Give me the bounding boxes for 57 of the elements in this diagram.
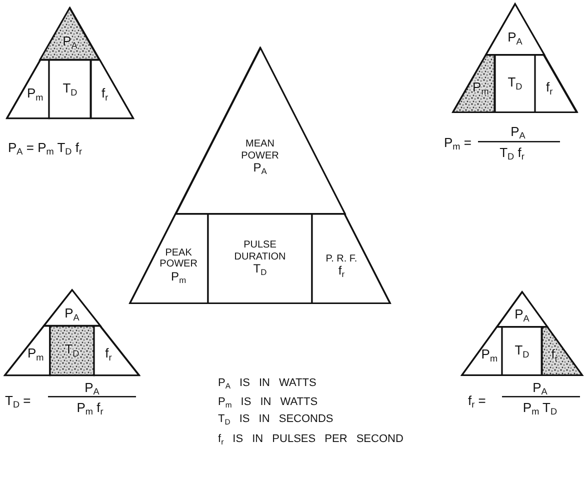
unit-note: f$_{r}$ IS IN PULSES PER SECOND [218, 433, 404, 445]
numerator: P$_{A}$ [84, 380, 100, 395]
symbol-text: P$_{m}$ [27, 346, 44, 362]
symbol-text: f$_{r}$ [105, 346, 112, 362]
symbol-text: f$_{r}$ [546, 80, 553, 96]
power-triangle [130, 48, 390, 303]
symbol-text: f$_{r}$ [337, 264, 346, 278]
formula-left-side: P$_{m}$ = [444, 135, 472, 150]
symbol-text: P$_{A}$ [252, 162, 268, 176]
quantity-name: MEAN POWER [240, 139, 280, 162]
symbol-text: T$_{D}$ [508, 76, 522, 91]
shaded-triangle-section [542, 326, 582, 375]
symbol-text: P$_{m}$ [170, 270, 188, 284]
denominator: T$_{D}$ f$_{r}$ [500, 145, 524, 160]
symbol-text: P$_{m}$ [26, 86, 44, 101]
symbol-text: P$_{A}$ [64, 306, 80, 322]
quantity-name: PULSE DURATION [234, 240, 286, 263]
power-triangle [7, 8, 133, 118]
triangle-section [462, 326, 502, 375]
triangle-section [502, 326, 542, 375]
symbol-text: T$_{D}$ [62, 81, 78, 96]
symbol-text: T$_{D}$ [252, 262, 268, 277]
symbol-text: T$_{D}$ [514, 343, 530, 358]
formula-left-side: T$_{D}$ = [5, 393, 31, 408]
triangle-section [130, 214, 208, 303]
triangle-section [176, 48, 344, 214]
power-triangle [453, 4, 577, 112]
unit-note: T$_{D}$ IS IN SECONDS [218, 413, 334, 425]
triangle-section [49, 60, 91, 118]
symbol-text: f$_{r}$ [102, 86, 108, 101]
triangle-section [7, 60, 50, 118]
symbol-text: P$_{A}$ [508, 30, 522, 45]
shaded-triangle-section [40, 8, 100, 60]
formula: P$_{A}$ = P$_{m}$ T$_{D}$ f$_{r}$ [8, 140, 82, 155]
triangle-section [208, 214, 312, 303]
denominator: P$_{m}$ T$_{D}$ [522, 400, 558, 415]
triangle-section [5, 326, 50, 375]
numerator: P$_{A}$ [532, 380, 548, 395]
symbol-text: P$_{A}$ [514, 308, 530, 322]
quantity-name: P. R. F. [324, 252, 358, 264]
shaded-triangle-section [453, 54, 495, 112]
triangle-section [494, 54, 536, 112]
quantity-name: PEAK POWER [158, 247, 198, 270]
shaded-triangle-section [50, 326, 94, 375]
denominator: P$_{m}$ f$_{r}$ [76, 400, 104, 415]
triangle-section [94, 326, 139, 375]
symbol-text: P$_{m}$ [481, 347, 498, 362]
triangle-section [90, 60, 133, 118]
unit-note: P$_{m}$ IS IN WATTS [218, 396, 318, 408]
triangle-section [486, 4, 544, 55]
unit-note: P$_{A}$ IS IN WATTS [218, 377, 316, 389]
numerator: P$_{A}$ [510, 124, 526, 139]
formula-left-side: f$_{r}$ = [468, 393, 486, 408]
power-triangle [462, 292, 582, 375]
triangle-section [535, 54, 577, 112]
power-triangle [5, 290, 139, 375]
triangle-section [312, 214, 390, 303]
